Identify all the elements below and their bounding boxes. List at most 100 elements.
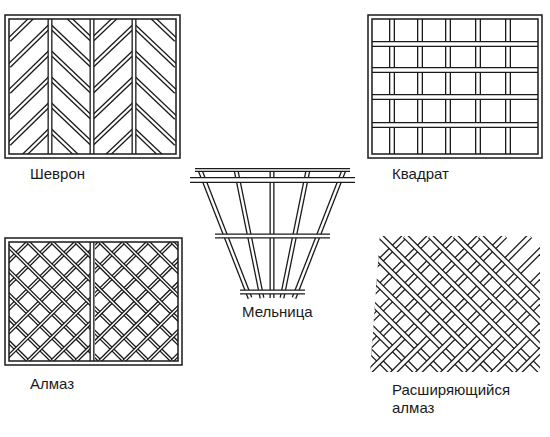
trellis-slat xyxy=(148,242,178,361)
trellis-slat xyxy=(91,19,93,154)
trellis-slat xyxy=(52,242,90,361)
trellis-slat xyxy=(215,235,330,237)
trellis-slat xyxy=(480,236,550,386)
trellis-slat xyxy=(80,236,230,386)
trellis-slat xyxy=(172,242,178,361)
trellis-slat xyxy=(90,242,95,361)
trellis-slat xyxy=(50,130,92,154)
trellis-slat xyxy=(9,242,90,361)
trellis-slat xyxy=(476,19,479,154)
chevron-slats xyxy=(9,19,176,154)
trellis-slat xyxy=(205,236,355,386)
trellis-slat xyxy=(55,236,205,386)
trellis-slat xyxy=(190,178,355,181)
trellis-slat xyxy=(230,236,380,386)
frame xyxy=(5,15,180,158)
trellis-slat xyxy=(49,19,51,154)
trellis-slat xyxy=(55,236,205,386)
trellis-slat xyxy=(124,242,178,361)
trellis-slat xyxy=(240,291,305,293)
trellis-slat xyxy=(52,242,90,361)
trellis-slat xyxy=(475,19,481,154)
frame xyxy=(9,242,178,361)
frame xyxy=(9,19,176,154)
trellis-slat xyxy=(105,236,255,386)
trellis-slat xyxy=(52,242,90,361)
trellis-slat xyxy=(76,242,90,361)
trellis-slat xyxy=(30,236,180,386)
trellis-slat xyxy=(124,242,178,361)
trellis-slat xyxy=(480,236,550,386)
pattern-label: Квадрат xyxy=(392,165,512,183)
trellis-slat xyxy=(30,236,180,386)
trellis-slat xyxy=(80,236,230,386)
pattern-label: Расширяющийся алмаз xyxy=(392,381,522,417)
diamond-trellis xyxy=(0,238,316,365)
trellis-slat xyxy=(190,177,355,183)
frame xyxy=(368,15,542,158)
trellis-slat xyxy=(418,19,421,154)
trellis-slat xyxy=(9,242,90,361)
trellis-slat xyxy=(372,123,538,126)
trellis-slat xyxy=(48,19,53,154)
expanding-diamond-trellis xyxy=(30,236,550,386)
trellis-slat xyxy=(9,130,50,154)
expanding-slats xyxy=(30,236,550,386)
trellis-slat xyxy=(105,236,255,386)
trellis-slat xyxy=(372,95,538,98)
trellis-slat xyxy=(105,236,255,386)
trellis-slat xyxy=(52,242,90,361)
trellis-slat xyxy=(530,236,550,386)
trellis-slat xyxy=(195,169,350,170)
trellis-slat xyxy=(480,236,550,386)
trellis-slat xyxy=(446,19,449,154)
trellis-slat xyxy=(28,242,90,361)
trellis-slat xyxy=(215,234,330,239)
trellis-slat xyxy=(230,236,380,386)
trellis-slat xyxy=(76,242,90,361)
fan-trellis xyxy=(190,170,355,298)
trellis-slat xyxy=(172,242,178,361)
trellis-slat xyxy=(445,19,451,154)
trellis-slat xyxy=(205,236,355,386)
trellis-slat xyxy=(505,19,511,154)
trellis-slat xyxy=(50,130,92,154)
frame xyxy=(372,19,538,154)
trellis-slat xyxy=(230,236,380,386)
trellis-slat xyxy=(480,236,550,386)
trellis-slat xyxy=(9,242,90,361)
trellis-slat xyxy=(132,19,137,154)
diamond-slats xyxy=(9,242,90,361)
diamond-slats xyxy=(95,242,178,361)
trellis-slat xyxy=(372,67,538,73)
trellis-slat xyxy=(389,19,395,154)
chevron-trellis xyxy=(5,0,180,222)
trellis-slat xyxy=(9,242,90,361)
pattern-label: Алмаз xyxy=(30,375,150,393)
trellis-slat xyxy=(372,94,538,100)
square-slats xyxy=(372,19,538,154)
trellis-slat xyxy=(148,242,178,361)
trellis-slat xyxy=(124,242,178,361)
trellis-slat xyxy=(195,168,350,172)
trellis-slat xyxy=(205,236,355,386)
trellis-slat xyxy=(205,236,355,386)
trellis-slat xyxy=(134,130,176,154)
trellis-slat xyxy=(372,122,538,128)
trellis-slat xyxy=(390,19,393,154)
trellis-slat xyxy=(9,130,50,154)
frame xyxy=(5,238,182,365)
trellis-slat xyxy=(105,236,255,386)
trellis-slat xyxy=(372,68,538,71)
trellis-slat xyxy=(28,242,90,361)
trellis-slat xyxy=(92,130,134,154)
pattern-label: Шеврон xyxy=(30,165,150,183)
trellis-slat xyxy=(92,130,134,154)
trellis-slat xyxy=(530,236,550,386)
trellis-slat xyxy=(28,242,90,361)
trellis-slat xyxy=(372,41,538,47)
trellis-slat xyxy=(76,242,90,361)
trellis-slat xyxy=(80,236,230,386)
